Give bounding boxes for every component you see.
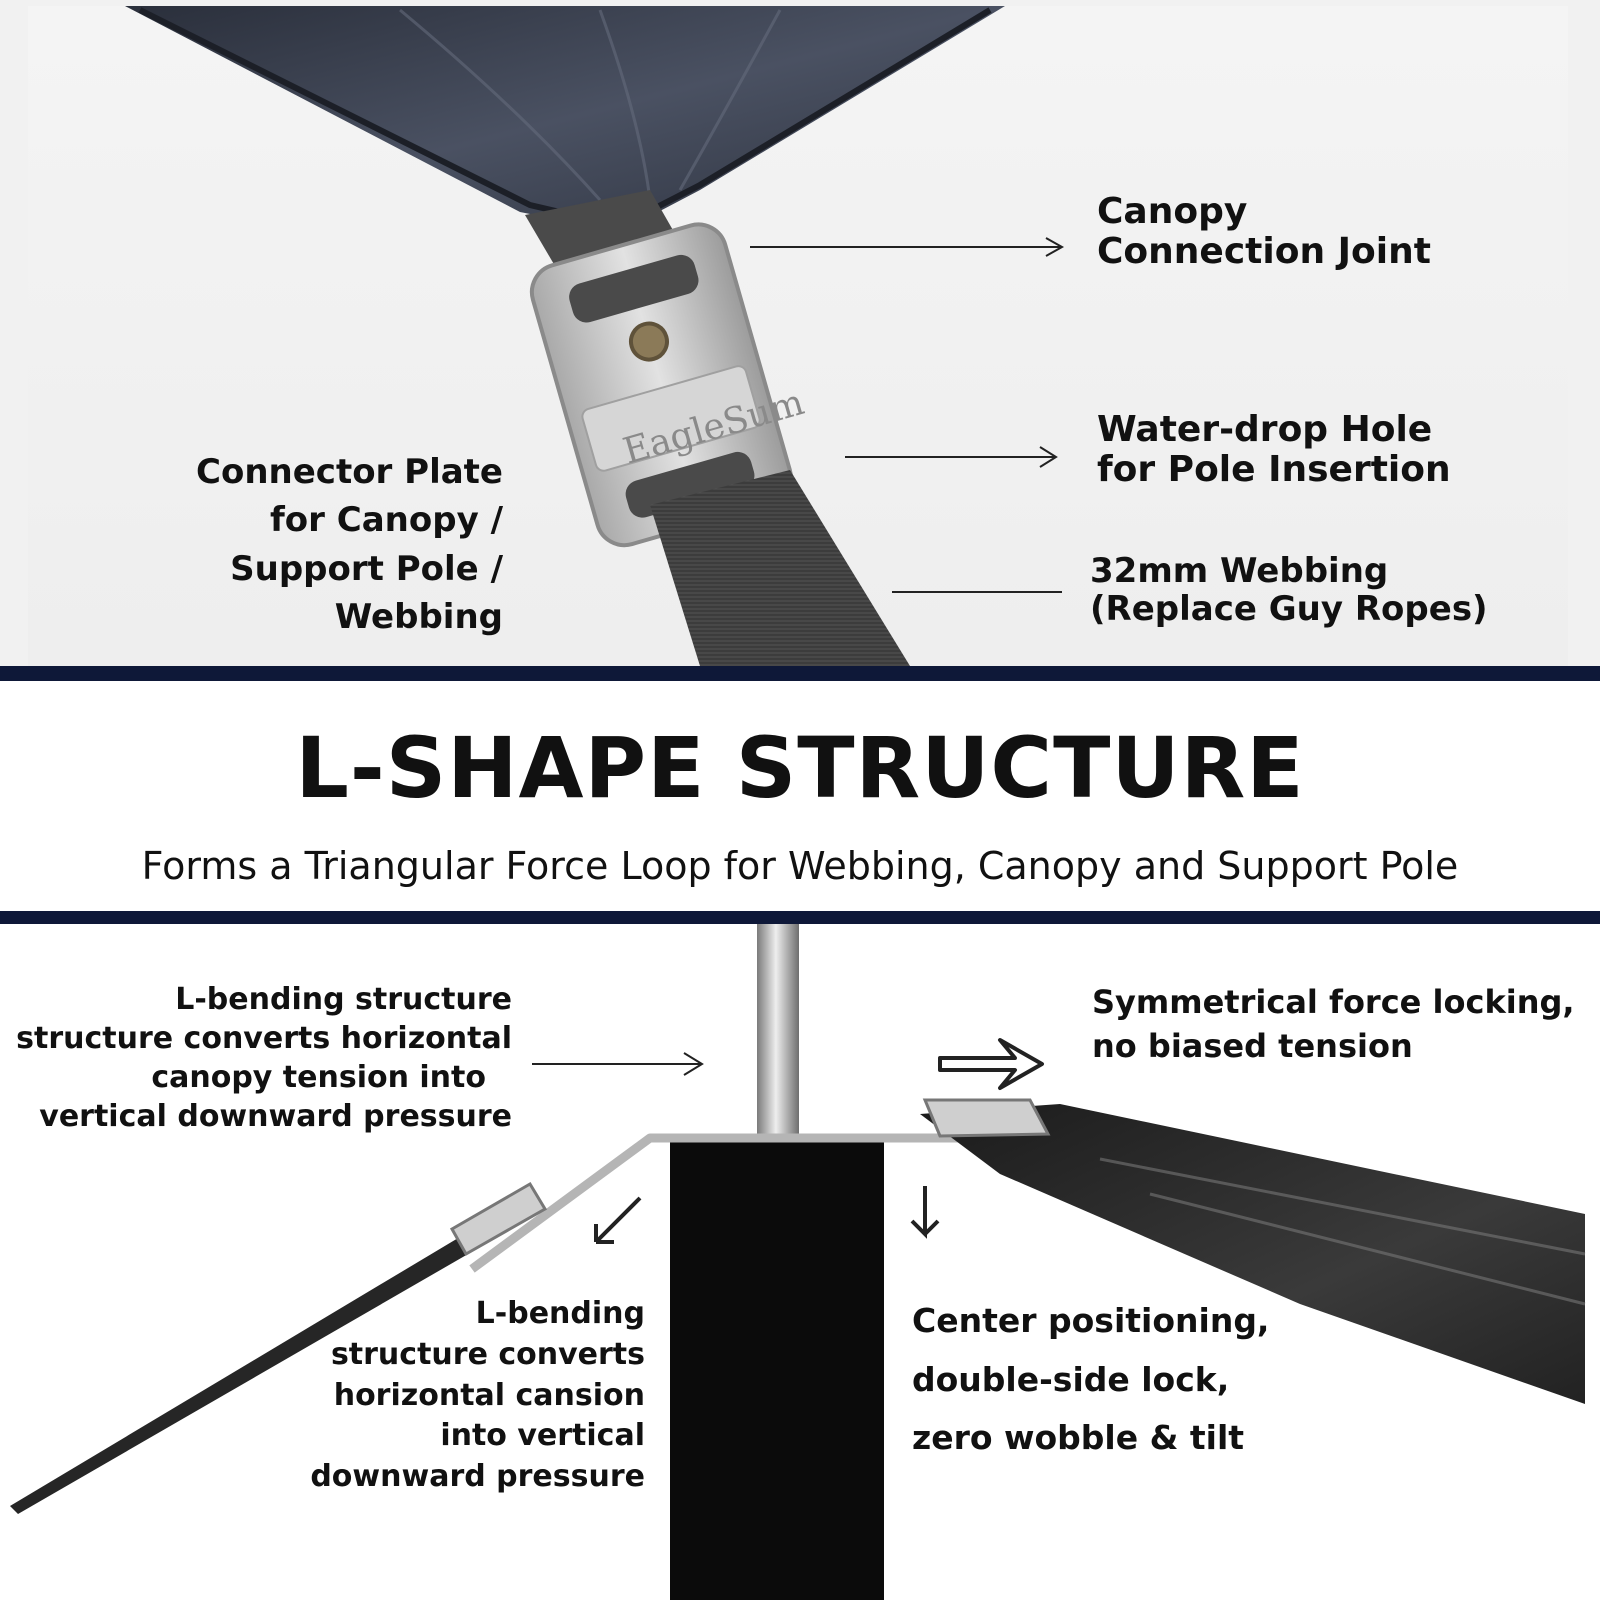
top-divider [0,666,1600,681]
arrow-water-drop [1039,446,1058,468]
right-buckle [922,1098,1051,1138]
label-center: Center positioning, double-side lock, ze… [912,1301,1270,1458]
connector-illustration: EagleSum [125,6,1065,666]
left-buckle [449,1181,548,1257]
upright-pole [757,924,799,1149]
tarp-stitching [1099,1157,1586,1306]
bottom-photo-panel: L-bending structure structure converts h… [0,924,1600,1600]
section-subtitle: Forms a Triangular Force Loop for Webbin… [141,844,1459,888]
arrow-down-left [594,1196,642,1244]
arrow-down-center [910,1186,940,1239]
arrow-symmetrical [938,1038,1044,1090]
label-symmetrical: Symmetrical force locking, no biased ten… [1092,983,1575,1066]
lower-webbing [650,470,910,666]
pole-base [670,1142,884,1600]
right-tarp [920,1104,1585,1404]
label-connector-plate: Connector Plate for Canopy / Support Pol… [196,452,503,637]
label-l-bending-top: L-bending structure structure converts h… [16,982,512,1134]
arrow-canopy-joint [1045,237,1065,257]
title-panel: L-SHAPE STRUCTURE Forms a Triangular For… [0,681,1600,911]
bottom-divider [0,911,1600,924]
label-webbing: 32mm Webbing (Replace Guy Ropes) [1090,551,1488,630]
label-canopy-joint: Canopy Connection Joint [1097,191,1431,273]
label-l-bending-bottom: L-bending structure converts horizontal … [310,1296,645,1495]
canopy-fabric [125,6,1005,232]
label-water-drop: Water-drop Hole for Pole Insertion [1097,409,1451,491]
l-shape-illustration [10,924,1586,1600]
top-photo-panel: EagleSum Canopy Connection Joint Water-d… [0,0,1600,666]
left-strap [10,1210,520,1514]
section-title: L-SHAPE STRUCTURE [295,719,1305,817]
canopy-folds [399,8,782,201]
l-shape-bar [469,1133,1040,1273]
